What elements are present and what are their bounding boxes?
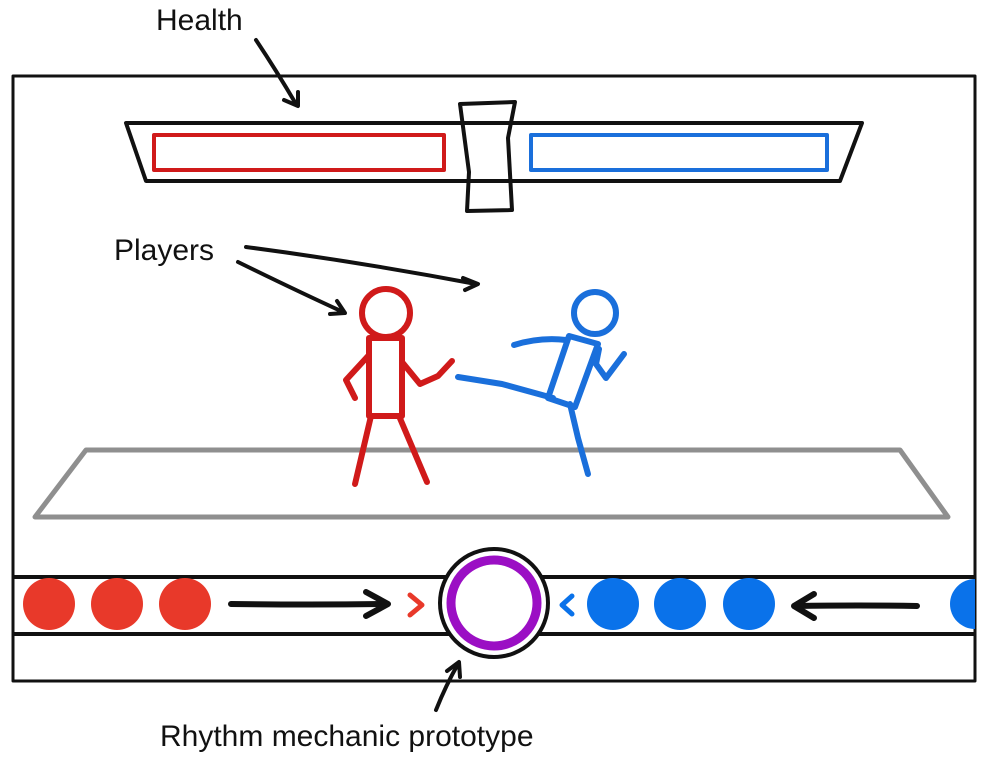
player1-health-bar — [152, 133, 446, 172]
player1-left-leg — [352, 413, 374, 487]
stage-floor — [32, 447, 951, 520]
rhythm-note-blue — [723, 578, 775, 630]
rhythm-note-blue-partial — [950, 579, 975, 629]
health-label: Health — [156, 4, 243, 37]
rhythm-annotation-arrow — [434, 660, 462, 712]
player2-kick-leg — [455, 374, 556, 401]
player1-torso — [366, 335, 405, 419]
player2-arm-front — [593, 346, 627, 381]
player1-right-leg — [396, 413, 430, 485]
player1-left-arm — [343, 352, 372, 401]
players-annotation-arrow-blue — [244, 245, 480, 292]
arrow-right-icon — [228, 589, 391, 619]
game-screen-frame — [11, 74, 977, 683]
rhythm-note-blue — [587, 578, 639, 630]
players-annotation-arrow-red — [236, 260, 347, 316]
rhythm-target-ring — [446, 555, 542, 651]
player1-figure — [343, 286, 455, 487]
rhythm-note-red — [91, 578, 143, 630]
rhythm-note-red — [159, 578, 211, 630]
player1-right-arm — [399, 358, 455, 387]
timer-box — [458, 100, 517, 213]
player2-figure — [455, 289, 627, 477]
chevron-right-icon — [407, 592, 425, 618]
chevron-left-icon — [559, 593, 575, 617]
player2-torso — [545, 333, 601, 410]
health-bar-housing — [124, 121, 864, 183]
rhythm-note-blue — [654, 578, 706, 630]
player2-health-bar — [529, 133, 829, 172]
players-label: Players — [114, 234, 215, 267]
player2-standing-leg — [567, 401, 591, 477]
rhythm-mechanic-label: Rhythm mechanic prototype — [160, 720, 534, 753]
health-annotation-arrow — [254, 38, 300, 108]
arrow-left-icon — [791, 591, 920, 621]
player2-arm-back — [511, 336, 569, 348]
player1-head — [359, 286, 413, 340]
player2-head — [571, 289, 619, 337]
rhythm-note-red — [23, 578, 75, 630]
